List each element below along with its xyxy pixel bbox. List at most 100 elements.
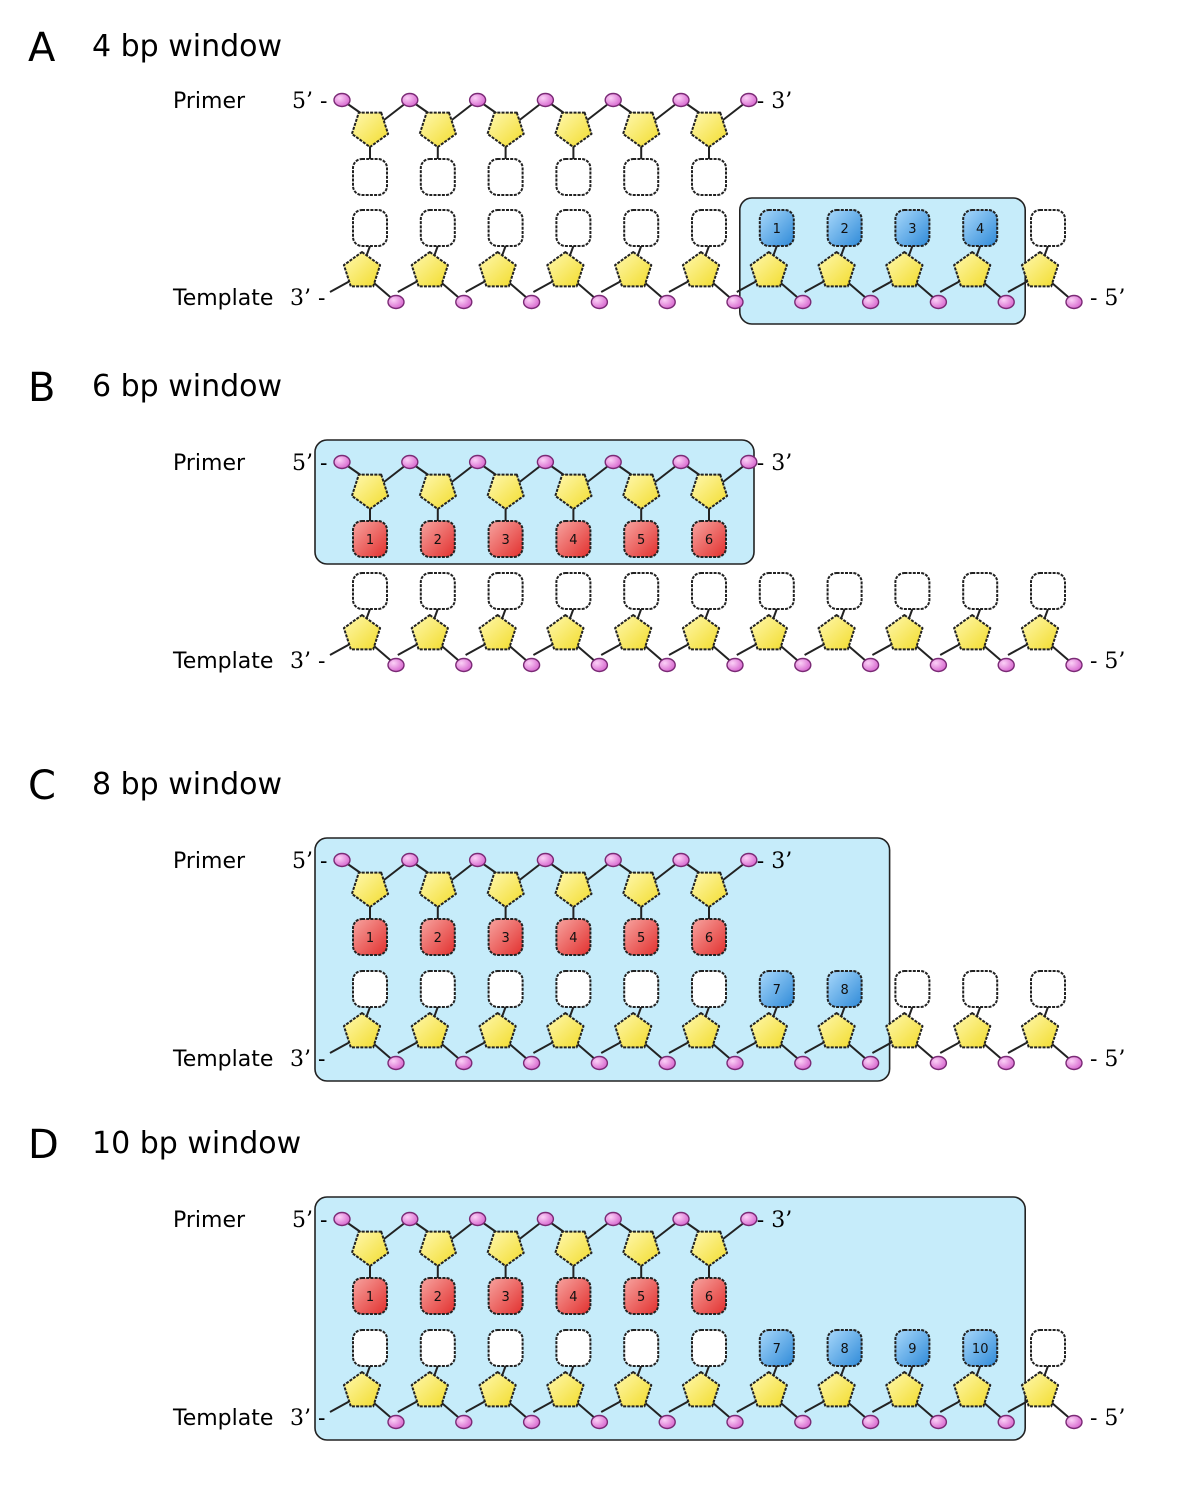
primer-base	[691, 158, 727, 196]
sugar-pentagon-icon	[554, 871, 593, 908]
sugar-pentagon-icon	[1020, 1012, 1060, 1049]
sugar-pentagon-icon	[554, 111, 593, 148]
phosphate-circle-icon	[333, 92, 351, 108]
phosphate-circle-icon	[387, 657, 405, 673]
sugar-pentagon-icon	[486, 1230, 525, 1267]
backbone-bond	[668, 643, 690, 656]
base-number-label: 1	[366, 931, 374, 946]
base-number-label: 4	[976, 222, 984, 237]
primer-base-numbered	[691, 918, 727, 956]
primer-base-numbered	[352, 918, 388, 956]
primer-5prime-label: 5’ -	[292, 1208, 327, 1233]
base-number-label: 2	[434, 533, 442, 548]
primer-label: Primer	[173, 89, 246, 114]
template-base-numbered	[962, 209, 999, 247]
base-number-label: 10	[972, 1342, 989, 1357]
panel-letter: A	[28, 25, 56, 71]
primer-base-numbered	[419, 918, 456, 956]
phosphate-circle-icon	[522, 294, 541, 310]
sugar-pentagon-icon	[885, 1012, 924, 1049]
backbone-bond	[871, 280, 893, 293]
phosphate-circle-icon	[522, 1414, 541, 1430]
phosphate-circle-icon	[929, 1414, 948, 1430]
phosphate-circle-icon	[929, 1055, 948, 1071]
backbone-bond	[668, 1041, 690, 1054]
template-base	[623, 572, 660, 610]
phosphate-circle-icon	[536, 852, 555, 868]
window-box	[738, 197, 1026, 325]
sugar-pentagon-icon	[410, 614, 449, 651]
phosphate-circle-icon	[590, 1414, 609, 1430]
phosphate-circle-icon	[726, 1414, 744, 1430]
primer-base-numbered	[555, 918, 592, 956]
template-base-numbered	[758, 1329, 795, 1367]
base-number-label: 9	[908, 1342, 916, 1357]
backbone-bond	[532, 280, 554, 293]
sugar-pentagon-icon	[622, 1230, 661, 1267]
window-box	[314, 837, 891, 1082]
phosphate-circle-icon	[1065, 1055, 1083, 1071]
phosphate-circle-icon	[794, 1055, 812, 1071]
sugar-pentagon-icon	[953, 251, 992, 288]
phosphate-circle-icon	[468, 454, 487, 470]
template-base	[894, 572, 931, 610]
template-base	[962, 970, 999, 1008]
base-number-label: 5	[637, 1290, 645, 1305]
sugar-pentagon-icon	[817, 1371, 856, 1408]
sugar-pentagon-icon	[418, 473, 457, 510]
primer-base-numbered	[555, 520, 592, 558]
sugar-pentagon-icon	[614, 1012, 653, 1049]
sugar-pentagon-icon	[681, 1371, 721, 1408]
phosphate-circle-icon	[387, 294, 405, 310]
sugar-pentagon-icon	[953, 1371, 992, 1408]
template-base-numbered	[826, 970, 863, 1008]
phosphate-circle-icon	[658, 1055, 676, 1071]
backbone-bond	[465, 1041, 487, 1054]
backbone-bond	[600, 643, 622, 656]
primer-base-numbered	[352, 520, 388, 558]
template-3prime-label: 3’ -	[290, 1047, 325, 1072]
phosphate-circle-icon	[468, 852, 487, 868]
phosphate-circle-icon	[794, 294, 812, 310]
backbone-bond	[668, 1400, 690, 1413]
backbone-bond	[736, 1041, 758, 1054]
phosphate-circle-icon	[794, 1414, 812, 1430]
sugar-pentagon-icon	[546, 614, 585, 651]
phosphate-circle-icon	[997, 1414, 1015, 1430]
primer-base-numbered	[623, 520, 660, 558]
backbone-bond	[465, 643, 487, 656]
sugar-pentagon-icon	[478, 1012, 517, 1049]
phosphate-circle-icon	[604, 1211, 622, 1227]
sugar-pentagon-icon	[689, 871, 729, 908]
base-number-label: 6	[705, 533, 713, 548]
base-number-label: 3	[501, 533, 509, 548]
base-number-label: 2	[434, 931, 442, 946]
phosphate-circle-icon	[590, 294, 609, 310]
backbone-bond	[939, 1400, 961, 1413]
phosphate-circle-icon	[333, 1211, 351, 1227]
template-base-numbered	[826, 1329, 863, 1367]
template-base	[623, 970, 660, 1008]
sugar-pentagon-icon	[410, 251, 449, 288]
backbone-bond	[1007, 1400, 1029, 1413]
primer-label: Primer	[173, 1208, 246, 1233]
backbone-bond	[600, 1400, 622, 1413]
primer-base	[555, 158, 592, 196]
phosphate-circle-icon	[740, 454, 758, 470]
primer-5prime-label: 5’ -	[292, 451, 327, 476]
panel-title: 10 bp window	[92, 1126, 301, 1161]
phosphate-circle-icon	[333, 454, 351, 470]
sugar-pentagon-icon	[350, 1230, 390, 1267]
base-number-label: 8	[840, 1342, 848, 1357]
backbone-bond	[736, 280, 758, 293]
backbone-bond	[871, 1041, 893, 1054]
primer-base	[487, 158, 524, 196]
primer-base	[623, 158, 660, 196]
backbone-bond	[397, 1041, 419, 1054]
template-base-numbered	[894, 1329, 931, 1367]
